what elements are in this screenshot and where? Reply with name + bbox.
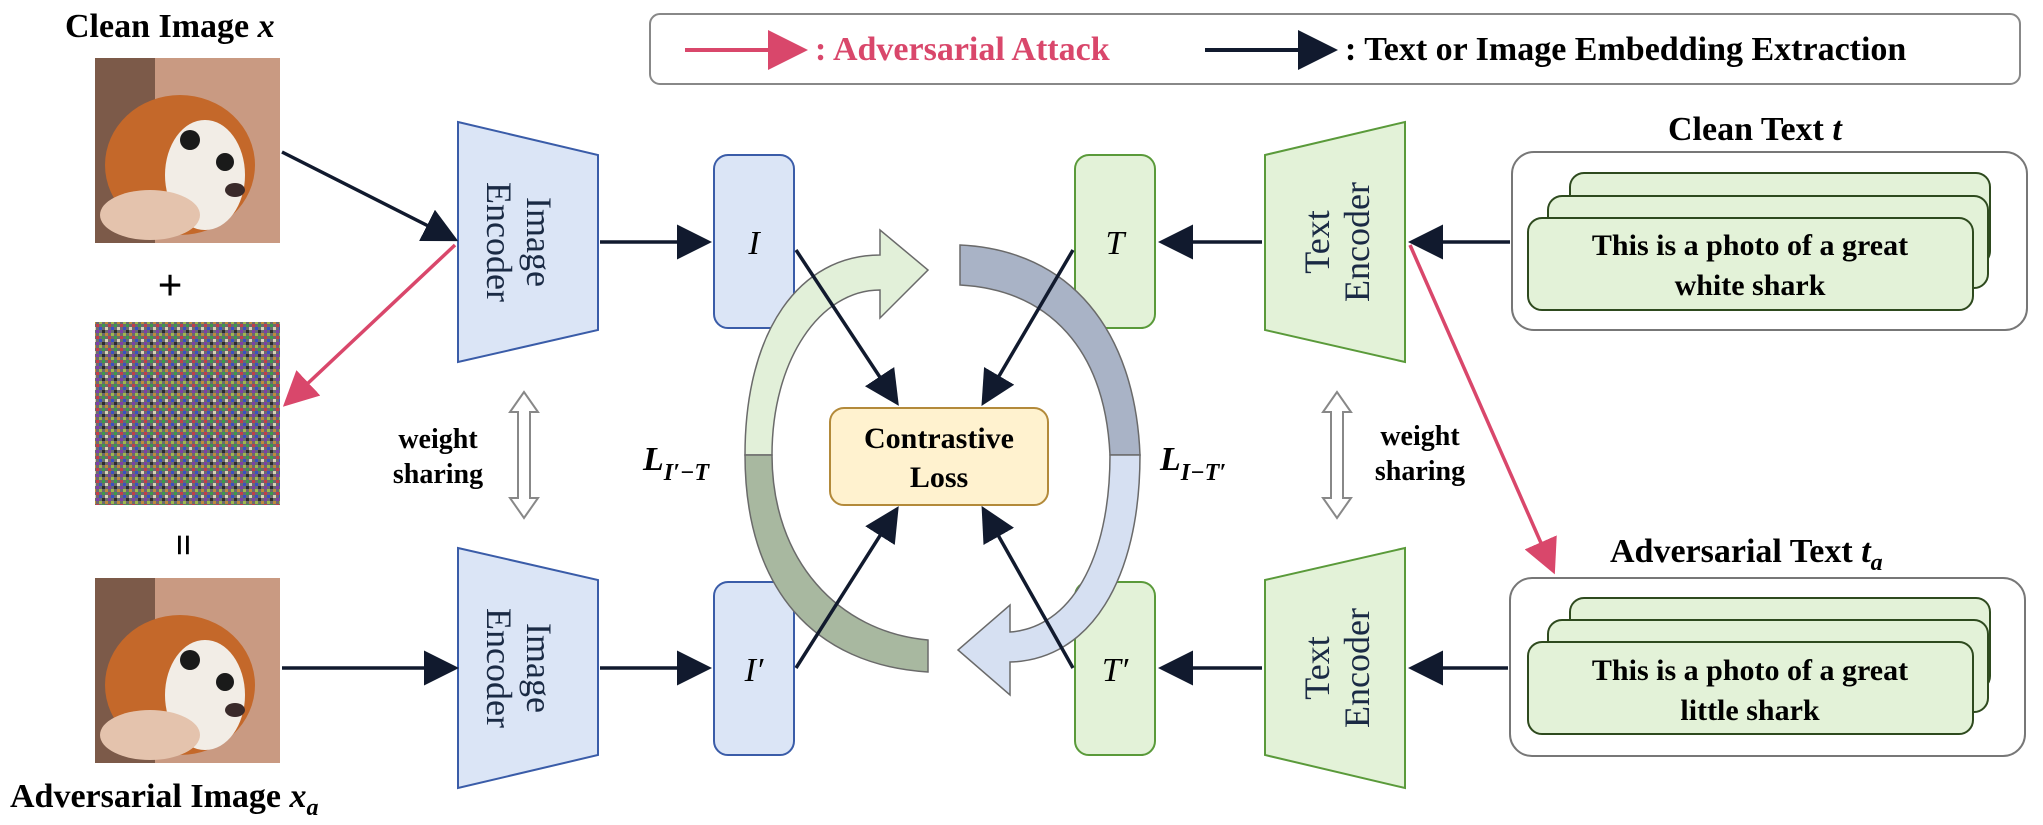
- arrow-clean-image-to-encoder: [281, 150, 459, 242]
- embedding-I-prime: [713, 581, 795, 756]
- weight-sharing-right-line2: sharing: [1375, 456, 1465, 487]
- embedding-T-prime-label: T′: [1102, 652, 1129, 689]
- attack-arrows: [282, 243, 1557, 575]
- clean-text-line2: white shark: [1675, 269, 1826, 302]
- legend-attack-label: : Adversarial Attack: [815, 31, 1110, 68]
- loss-label-right: LI−T′: [1159, 441, 1226, 486]
- embedding-T: [1074, 154, 1156, 329]
- weight-sharing-right-arrow: [1321, 390, 1353, 520]
- adversarial-image-label: Adversarial Image xa: [10, 778, 319, 820]
- clean-image-label: Clean Image x: [65, 8, 275, 45]
- arrow-T-to-loss: [981, 249, 1075, 407]
- embedding-I-label: I: [747, 225, 761, 262]
- adversarial-image: [95, 578, 280, 763]
- noise-image: [95, 322, 280, 505]
- weight-sharing-left: weight sharing: [393, 390, 540, 520]
- clean-image: [95, 58, 280, 243]
- weight-sharing-left-arrow: [508, 390, 540, 520]
- image-encoder-top: ImageEncoder: [457, 120, 599, 364]
- loss-curve-left-bottom: [744, 454, 929, 673]
- text-encoder-bottom: TextEncoder: [1264, 546, 1406, 790]
- adversarial-text-label: Adversarial Text ta: [1610, 533, 1883, 576]
- image-encoder-bottom: ImageEncoder: [457, 546, 599, 790]
- adversarial-text-line2: little shark: [1680, 694, 1819, 727]
- contrastive-loss-line1: Contrastive: [864, 422, 1014, 455]
- arrow-attack-text: [1408, 244, 1557, 575]
- arrow-attack-image: [282, 243, 457, 407]
- arrow-T-prime-to-loss: [981, 505, 1075, 669]
- contrastive-loss-line2: Loss: [910, 461, 968, 494]
- text-encoder-top: TextEncoder: [1264, 120, 1406, 364]
- image-encoder-top-label: ImageEncoder: [479, 182, 559, 302]
- weight-sharing-right: weight sharing: [1321, 390, 1465, 520]
- adversarial-text-card: [1527, 641, 1974, 735]
- embedding-arrows: [281, 150, 1510, 686]
- embedding-I: [713, 154, 795, 329]
- clean-text-line1: This is a photo of a great: [1592, 229, 1908, 262]
- adversarial-text-line1: This is a photo of a great: [1592, 654, 1908, 687]
- weight-sharing-left-line1: weight: [398, 424, 478, 455]
- loss-curve-left-top: [744, 228, 930, 456]
- weight-sharing-left-line2: sharing: [393, 459, 483, 490]
- loss-label-left: LI′−T: [642, 441, 710, 486]
- equals-sign: =: [161, 534, 206, 557]
- loss-curve-right-bottom: [956, 454, 1141, 697]
- clean-text-card: [1527, 217, 1974, 311]
- plus-sign: +: [157, 261, 182, 310]
- image-encoder-bottom-label: ImageEncoder: [479, 608, 559, 728]
- clean-text-label: Clean Text t: [1668, 111, 1843, 148]
- text-encoder-bottom-label: TextEncoder: [1297, 608, 1377, 728]
- arrow-I-prime-to-loss: [794, 506, 899, 669]
- embedding-T-label: T: [1106, 225, 1127, 262]
- legend-embed-label: : Text or Image Embedding Extraction: [1345, 31, 1906, 68]
- arrow-I-to-loss: [794, 249, 899, 406]
- weight-sharing-right-line1: weight: [1380, 421, 1460, 452]
- text-encoder-top-label: TextEncoder: [1297, 182, 1377, 302]
- embedding-I-prime-label: I′: [744, 652, 764, 689]
- legend: : Adversarial Attack : Text or Image Emb…: [649, 13, 2021, 85]
- contrastive-loss-box: [829, 407, 1049, 506]
